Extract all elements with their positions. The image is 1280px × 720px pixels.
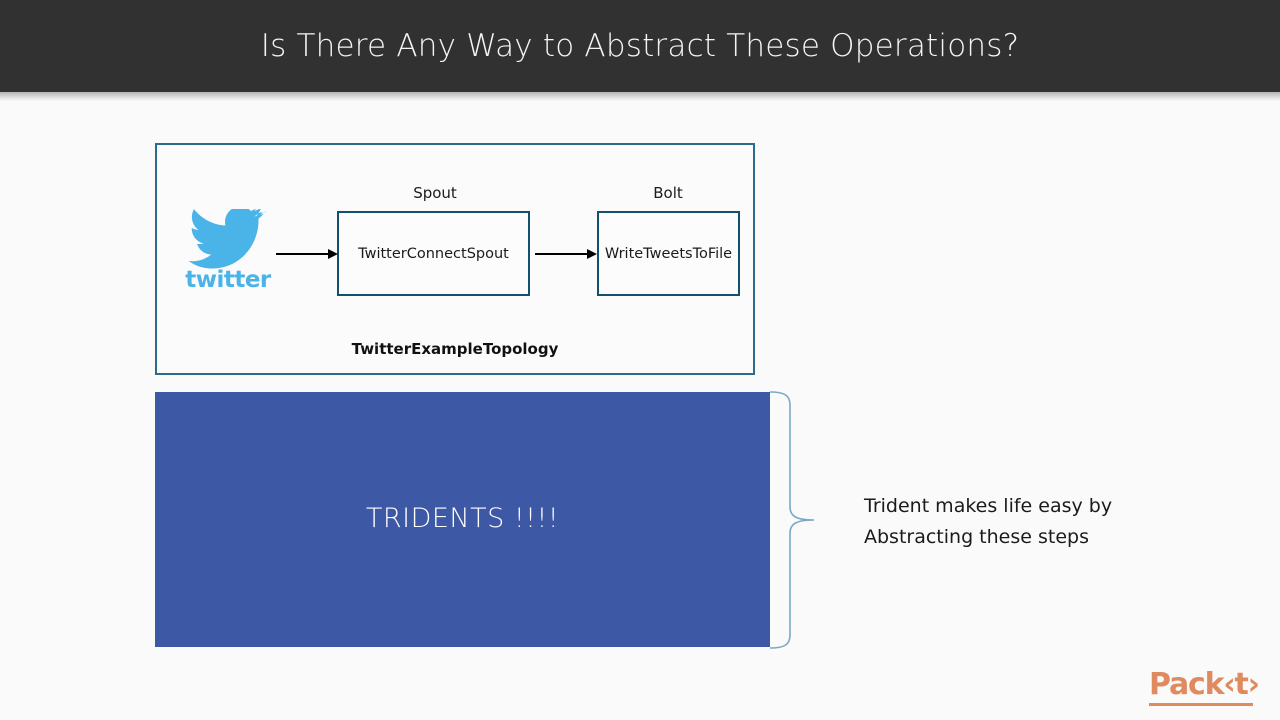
page-title: Is There Any Way to Abstract These Opera…	[260, 28, 1020, 64]
arrow-twitter-to-spout	[276, 248, 338, 260]
bolt-type-label: Bolt	[653, 184, 683, 202]
arrow-head	[328, 249, 338, 259]
callout-line-2: Abstracting these steps	[864, 526, 1089, 548]
callout-text: Trident makes life easy by Abstracting t…	[864, 491, 1194, 553]
packt-logo-text: Pack‹t›	[1149, 667, 1260, 702]
bolt-node-box: WriteTweetsToFile	[597, 211, 740, 296]
twitter-source-logo: twitter	[173, 209, 283, 299]
twitter-bird-icon	[188, 209, 267, 269]
twitter-wordmark: twitter	[185, 267, 271, 293]
spout-type-label: Spout	[413, 184, 457, 202]
header-drop-shadow	[0, 92, 1280, 101]
topology-caption: TwitterExampleTopology	[351, 340, 559, 358]
packt-logo-underline	[1149, 703, 1253, 706]
packt-logo-suffix: ‹t›	[1223, 667, 1260, 702]
slide-header-bar: Is There Any Way to Abstract These Opera…	[0, 0, 1280, 92]
trident-label: TRIDENTS !!!!	[365, 503, 560, 534]
trident-highlight-block: TRIDENTS !!!!	[155, 392, 770, 647]
callout-line-1: Trident makes life easy by	[864, 495, 1113, 517]
arrow-head	[587, 249, 597, 259]
arrow-shaft	[535, 253, 588, 255]
slide-body: twitter Spout Bolt TwitterConnectSpout W…	[0, 101, 1280, 720]
packt-logo: Pack‹t›	[1149, 669, 1260, 713]
arrow-spout-to-bolt	[535, 248, 597, 260]
packt-logo-word: Pack	[1149, 667, 1225, 702]
spout-node-box: TwitterConnectSpout	[337, 211, 530, 296]
curly-brace-icon	[769, 391, 815, 649]
arrow-shaft	[276, 253, 329, 255]
